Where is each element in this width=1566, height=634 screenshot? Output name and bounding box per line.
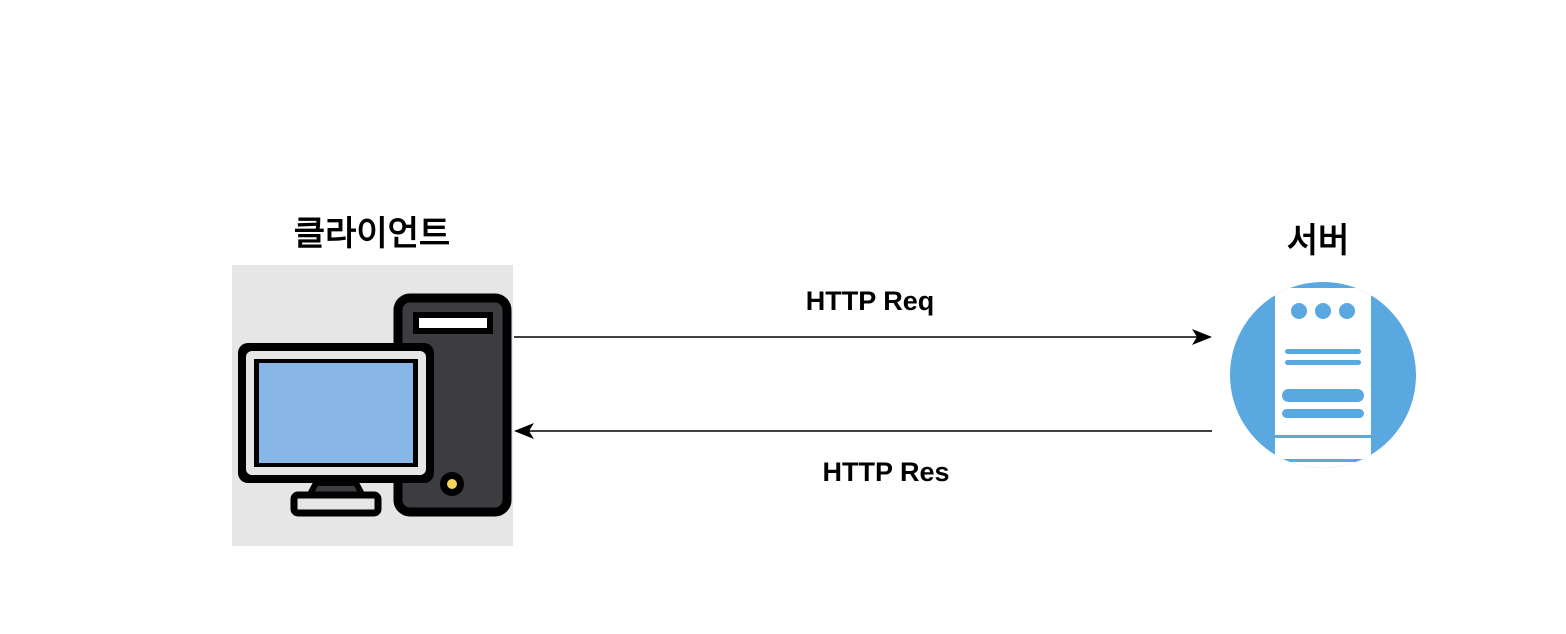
- http-request-label: HTTP Req: [805, 286, 935, 316]
- client-label: 클라이언트: [293, 214, 451, 254]
- client-node: [232, 265, 513, 546]
- desktop-computer-icon: [238, 293, 512, 517]
- server-node: [1218, 270, 1428, 480]
- server-icon: [1230, 282, 1416, 468]
- server-label: 서버: [1286, 221, 1350, 261]
- http-response-label: HTTP Res: [822, 457, 950, 487]
